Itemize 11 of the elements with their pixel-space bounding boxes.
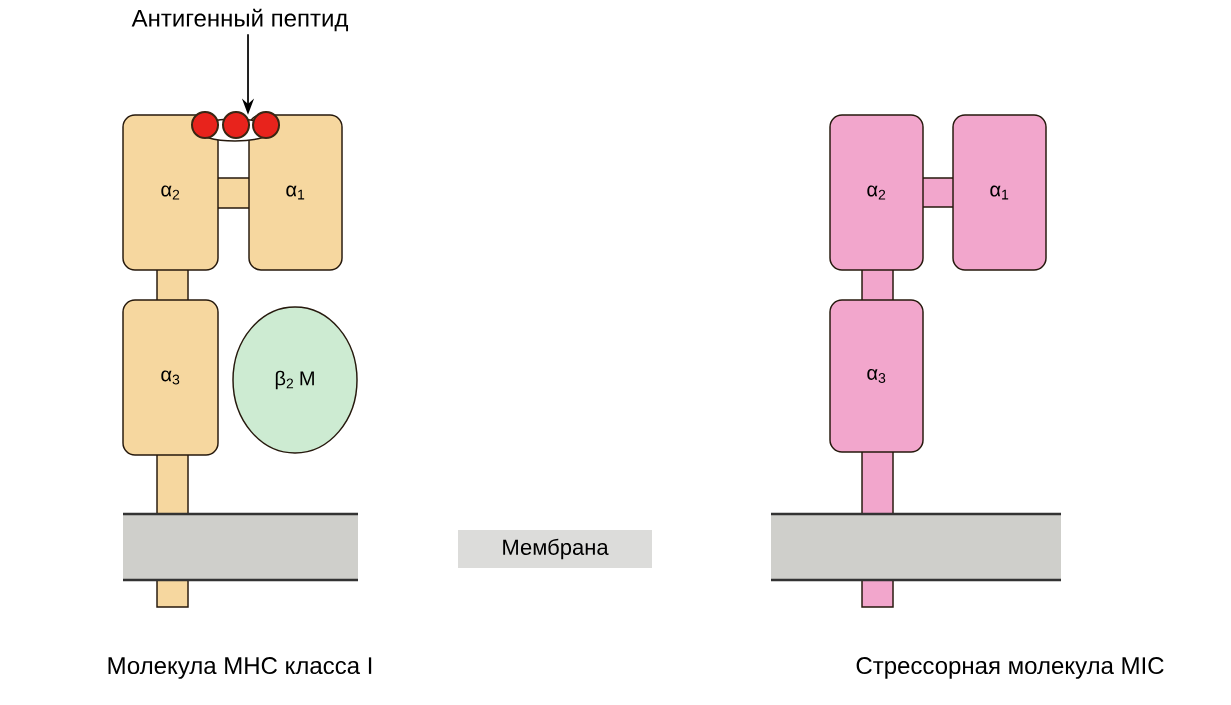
caption-text: Молекула МНС класса I (108, 657, 372, 679)
peptide-drawing (191, 111, 280, 142)
domain-box: α$_{2}$ (829, 114, 924, 271)
domain-box: α$_{3}$ (829, 299, 924, 453)
domain-box: α$_{1}$ (248, 114, 343, 271)
domain-box: α$_{1}$ (952, 114, 1047, 271)
domain-box: α$_{3}$ (122, 299, 219, 456)
membrane-label: Мембрана (458, 530, 652, 568)
domain-box: α$_{2}$ (122, 114, 219, 271)
callout-text: Антигенный пептид (131, 8, 348, 32)
caption-text: Стрессорная молекула MIC (856, 657, 1164, 679)
